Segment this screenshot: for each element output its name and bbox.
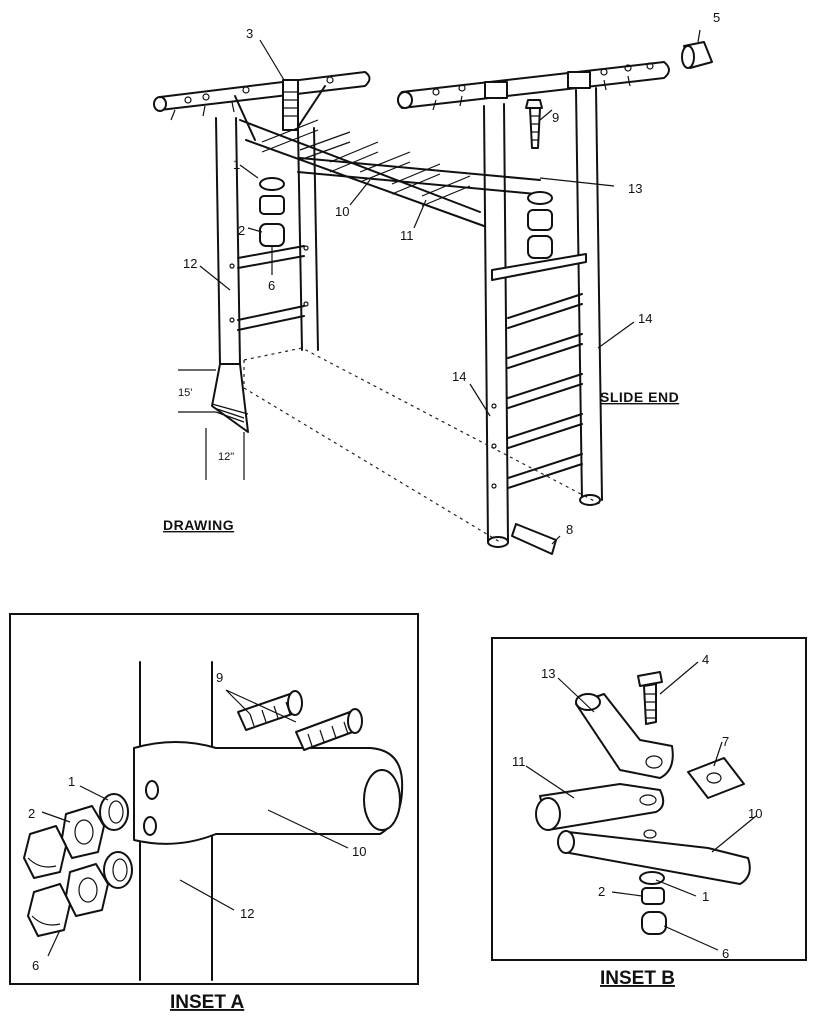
inset-b-callout-13: 13 — [541, 666, 555, 681]
right-top-crossbar — [397, 61, 670, 111]
swing-hanger-3 — [284, 91, 298, 117]
bolt-9-pair — [237, 690, 363, 751]
callout-12: 12 — [183, 256, 197, 271]
callout-14-right: 14 — [638, 311, 652, 326]
inset-a-panel: 9 1 2 10 12 6 — [9, 613, 419, 985]
left-top-crossbar — [153, 71, 371, 121]
callout-13: 13 — [628, 181, 642, 196]
callout-5: 5 — [713, 10, 720, 25]
dimension-15: 15' — [178, 387, 192, 399]
dimension-12: 12" — [218, 451, 234, 463]
main-drawing: 3 5 9 1 13 10 2 11 12 6 14 14 8 SLIDE EN… — [153, 10, 720, 555]
inset-a-callout-2: 2 — [28, 806, 35, 821]
inset-b-callout-6: 6 — [722, 946, 729, 961]
slide-end-label: SLIDE END — [600, 389, 679, 405]
horizontal-ladder-10 — [239, 119, 541, 227]
callout-3: 3 — [246, 26, 253, 41]
ground-stake — [211, 363, 249, 433]
drawing-caption: DRAWING — [163, 517, 234, 533]
inset-a-callout-9: 9 — [216, 670, 223, 685]
inset-a-callout-6: 6 — [32, 958, 39, 973]
hardware-stack-right — [525, 99, 553, 259]
callout-14-left: 14 — [452, 369, 466, 384]
hardware-stack-left — [259, 177, 285, 247]
inset-b-callout-1: 1 — [702, 889, 709, 904]
inset-b-panel: 13 4 7 11 10 1 2 6 — [491, 637, 807, 961]
callout-1: 1 — [233, 157, 240, 172]
right-posts-14 — [483, 87, 603, 548]
callout-10: 10 — [335, 204, 349, 219]
callout-9: 9 — [552, 110, 559, 125]
inset-a-callout-12: 12 — [240, 906, 254, 921]
inset-b-caption: INSET B — [600, 968, 675, 989]
inset-b-callout-2: 2 — [598, 884, 605, 899]
end-cap-5 — [681, 41, 713, 69]
inset-b-callout-10: 10 — [748, 806, 762, 821]
callout-8: 8 — [566, 522, 573, 537]
callout-6: 6 — [268, 278, 275, 293]
inset-a-callout-1: 1 — [68, 774, 75, 789]
inset-a-callout-10: 10 — [352, 844, 366, 859]
callout-11: 11 — [400, 228, 414, 243]
inset-b-callout-7: 7 — [722, 734, 729, 749]
callout-2: 2 — [238, 223, 245, 238]
inset-a-caption: INSET A — [170, 992, 245, 1013]
inset-b-callout-11: 11 — [512, 754, 526, 769]
peg-8 — [511, 523, 557, 555]
inset-b-callout-4: 4 — [702, 652, 709, 667]
